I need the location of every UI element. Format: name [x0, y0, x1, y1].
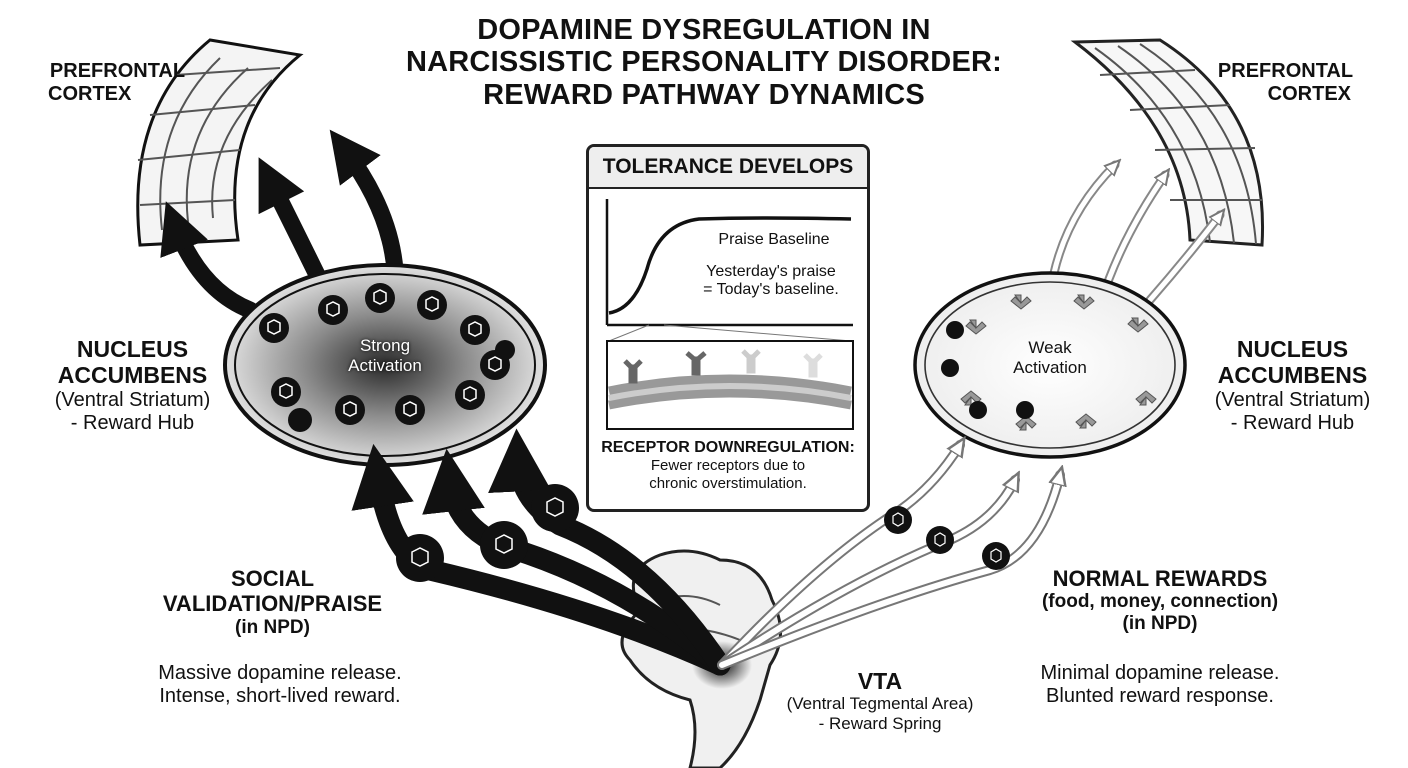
vta-line-3: - Reward Spring: [818, 713, 942, 733]
tolerance-heading: TOLERANCE DEVELOPS: [589, 147, 867, 189]
vta-line-1: VTA: [857, 668, 903, 694]
title-line-3: REWARD PATHWAY DYNAMICS: [483, 78, 925, 111]
left-nucleus-line-2: ACCUMBENS: [57, 362, 208, 389]
left-activation-label: Strong Activation: [320, 336, 450, 375]
left-dopamine-paths: [351, 428, 731, 676]
right-dopamine-paths: [717, 445, 1060, 670]
right-desc-line-1: Minimal dopamine release.: [1040, 662, 1280, 684]
right-source-label: NORMAL REWARDS (food, money, connection)…: [1015, 566, 1305, 635]
right-source-line-1: NORMAL REWARDS: [1052, 566, 1268, 591]
right-nucleus-line-2: ACCUMBENS: [1217, 362, 1368, 389]
left-prefrontal-cortex-shape: [136, 38, 304, 247]
left-source-line-1: SOCIAL: [230, 566, 315, 591]
left-nucleus-line-1: NUCLEUS: [76, 336, 189, 362]
right-description: Minimal dopamine release. Blunted reward…: [1010, 662, 1310, 708]
vta-line-2: (Ventral Tegmental Area): [786, 694, 974, 714]
right-activation-label: Weak Activation: [985, 338, 1115, 377]
right-nucleus-line-3: (Ventral Striatum): [1214, 388, 1371, 411]
right-nucleus-label: NUCLEUS ACCUMBENS (Ventral Striatum) - R…: [1185, 336, 1400, 435]
right-activation-line-1: Weak: [1028, 338, 1072, 357]
membrane-inner: [608, 388, 852, 410]
right-nucleus-line-1: NUCLEUS: [1236, 336, 1349, 362]
left-cortex-label: PREFRONTAL CORTEX: [30, 60, 205, 106]
left-source-line-3: (in NPD): [235, 616, 310, 638]
praise-baseline-curve: [608, 216, 852, 315]
receptor-line-2: chronic overstimulation.: [649, 474, 807, 492]
right-receptors: [960, 294, 1157, 431]
right-cortex-line-1: PREFRONTAL: [1217, 60, 1354, 82]
left-receptor-molecules: [267, 289, 502, 417]
left-receptors: [259, 283, 515, 432]
left-description: Massive dopamine release. Intense, short…: [115, 662, 445, 708]
curve-note-line-2: = Today's baseline.: [703, 281, 839, 299]
left-nucleus-line-4: - Reward Hub: [70, 411, 195, 434]
left-source-label: SOCIAL VALIDATION/PRAISE (in NPD): [130, 566, 415, 638]
left-desc-line-1: Massive dopamine release.: [158, 662, 402, 684]
left-dopamine-molecules: [396, 484, 579, 582]
left-activation-line-1: Strong: [359, 336, 411, 355]
right-source-line-2: (food, money, connection): [1041, 591, 1279, 613]
left-desc-line-2: Intense, short-lived reward.: [159, 685, 401, 707]
left-cortex-line-2: CORTEX: [48, 83, 132, 105]
right-cortex-label: PREFRONTAL CORTEX: [1198, 60, 1373, 106]
title-line-2: NARCISSISTIC PERSONALITY DISORDER:: [406, 46, 1002, 79]
diagram-title: DOPAMINE DYSREGULATION IN NARCISSISTIC P…: [354, 14, 1054, 111]
right-nucleus-line-4: - Reward Hub: [1230, 411, 1355, 434]
right-dopamine-dots: [941, 321, 1034, 419]
left-activation-line-2: Activation: [348, 355, 422, 375]
curve-note-line-1: Yesterday's praise: [706, 263, 836, 280]
receptor-line-1: Fewer receptors due to: [650, 457, 806, 475]
right-source-line-3: (in NPD): [1122, 613, 1198, 635]
right-dopamine-molecules: [884, 506, 1010, 570]
receptor-caption: RECEPTOR DOWNREGULATION: Fewer receptors…: [589, 439, 867, 492]
receptor-proteins: [623, 349, 823, 384]
left-cortex-line-1: PREFRONTAL: [49, 60, 186, 82]
tolerance-panel: TOLERANCE DEVELOPS Praise Baseline Yeste…: [586, 144, 870, 512]
membrane-outer: [608, 374, 852, 396]
left-nucleus-label: NUCLEUS ACCUMBENS (Ventral Striatum) - R…: [25, 336, 240, 435]
curve-label: Praise Baseline: [718, 231, 830, 248]
receptor-title: RECEPTOR DOWNREGULATION:: [601, 439, 855, 456]
right-cortex-line-2: CORTEX: [1267, 83, 1351, 105]
right-activation-line-2: Activation: [1013, 357, 1087, 377]
left-source-line-2: VALIDATION/PRAISE: [162, 591, 383, 617]
right-prefrontal-cortex-shape: [1070, 38, 1265, 247]
title-line-1: DOPAMINE DYSREGULATION IN: [477, 14, 931, 46]
vta-label: VTA (Ventral Tegmental Area) - Reward Sp…: [760, 668, 1000, 734]
right-desc-line-2: Blunted reward response.: [1046, 685, 1274, 707]
tolerance-graphics: [605, 199, 854, 430]
curve-note: Yesterday's praise = Today's baseline.: [681, 263, 861, 300]
left-nucleus-line-3: (Ventral Striatum): [54, 388, 211, 411]
